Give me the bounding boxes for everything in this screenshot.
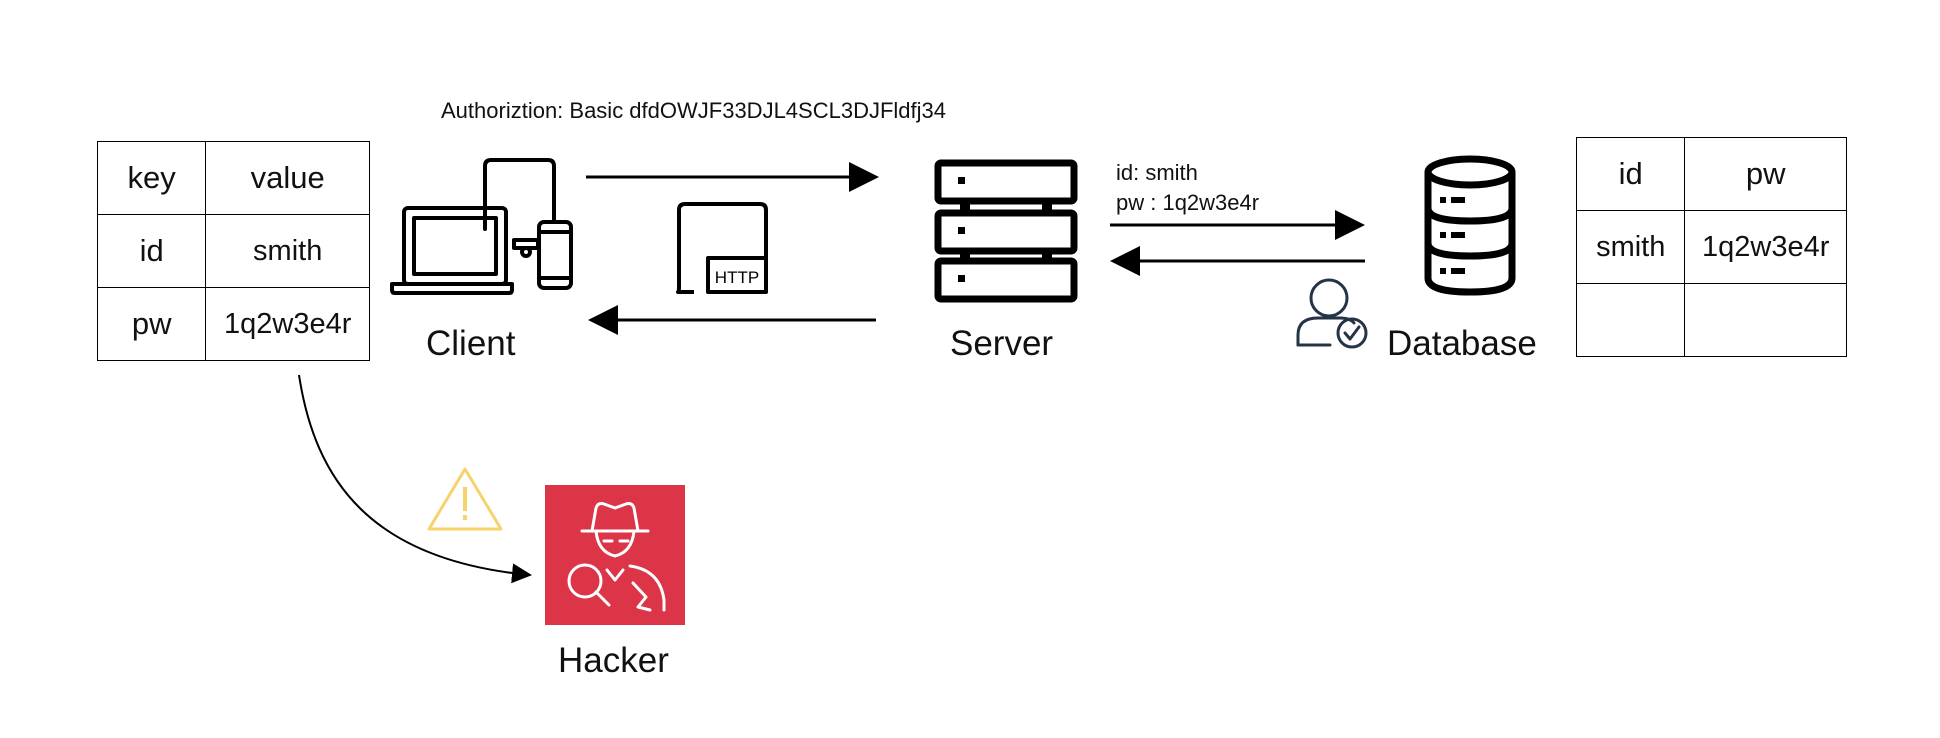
database-credentials-table: id pw smith 1q2w3e4r — [1575, 137, 1847, 357]
database-indicators-icon — [1440, 197, 1465, 274]
client-credentials-table: key value id smith pw 1q2w3e4r — [96, 141, 370, 361]
table-cell-key: id — [96, 214, 207, 288]
http-badge-label: HTTP — [715, 268, 759, 287]
table-header-key: key — [96, 141, 207, 215]
hacker-icon — [545, 485, 685, 625]
database-label: Database — [1387, 324, 1537, 363]
table-header-row: key value — [96, 141, 370, 215]
client-label: Client — [426, 324, 516, 363]
table-row — [1575, 283, 1847, 357]
request-payload-id: id: smith — [1116, 160, 1198, 185]
table-row: pw 1q2w3e4r — [96, 287, 370, 361]
table-header-value: value — [205, 141, 370, 215]
server-icon — [934, 159, 1078, 303]
warning-icon — [427, 467, 503, 531]
user-verified-icon — [1296, 278, 1368, 349]
authorization-header-text: Authoriztion: Basic dfdOWJF33DJL4SCL3DJF… — [441, 98, 946, 123]
table-cell-key: pw — [96, 287, 207, 361]
leak-arrow-to-hacker — [298, 374, 532, 584]
hacker-label: Hacker — [558, 641, 669, 680]
table-cell-value: 1q2w3e4r — [1684, 210, 1847, 284]
http-protocol-icon — [676, 202, 768, 294]
table-row: id smith — [96, 214, 370, 288]
table-cell-value — [1684, 283, 1847, 357]
server-label: Server — [950, 324, 1054, 363]
table-cell-value: 1q2w3e4r — [205, 287, 370, 361]
table-header-row: id pw — [1575, 137, 1847, 211]
table-header-key: id — [1575, 137, 1686, 211]
table-cell-key: smith — [1575, 210, 1686, 284]
table-row: smith 1q2w3e4r — [1575, 210, 1847, 284]
database-icon — [1424, 155, 1516, 296]
table-header-value: pw — [1684, 137, 1847, 211]
table-cell-key — [1575, 283, 1686, 357]
table-cell-value: smith — [205, 214, 370, 288]
client-devices-icon — [390, 158, 573, 295]
request-payload-pw: pw : 1q2w3e4r — [1116, 190, 1260, 215]
